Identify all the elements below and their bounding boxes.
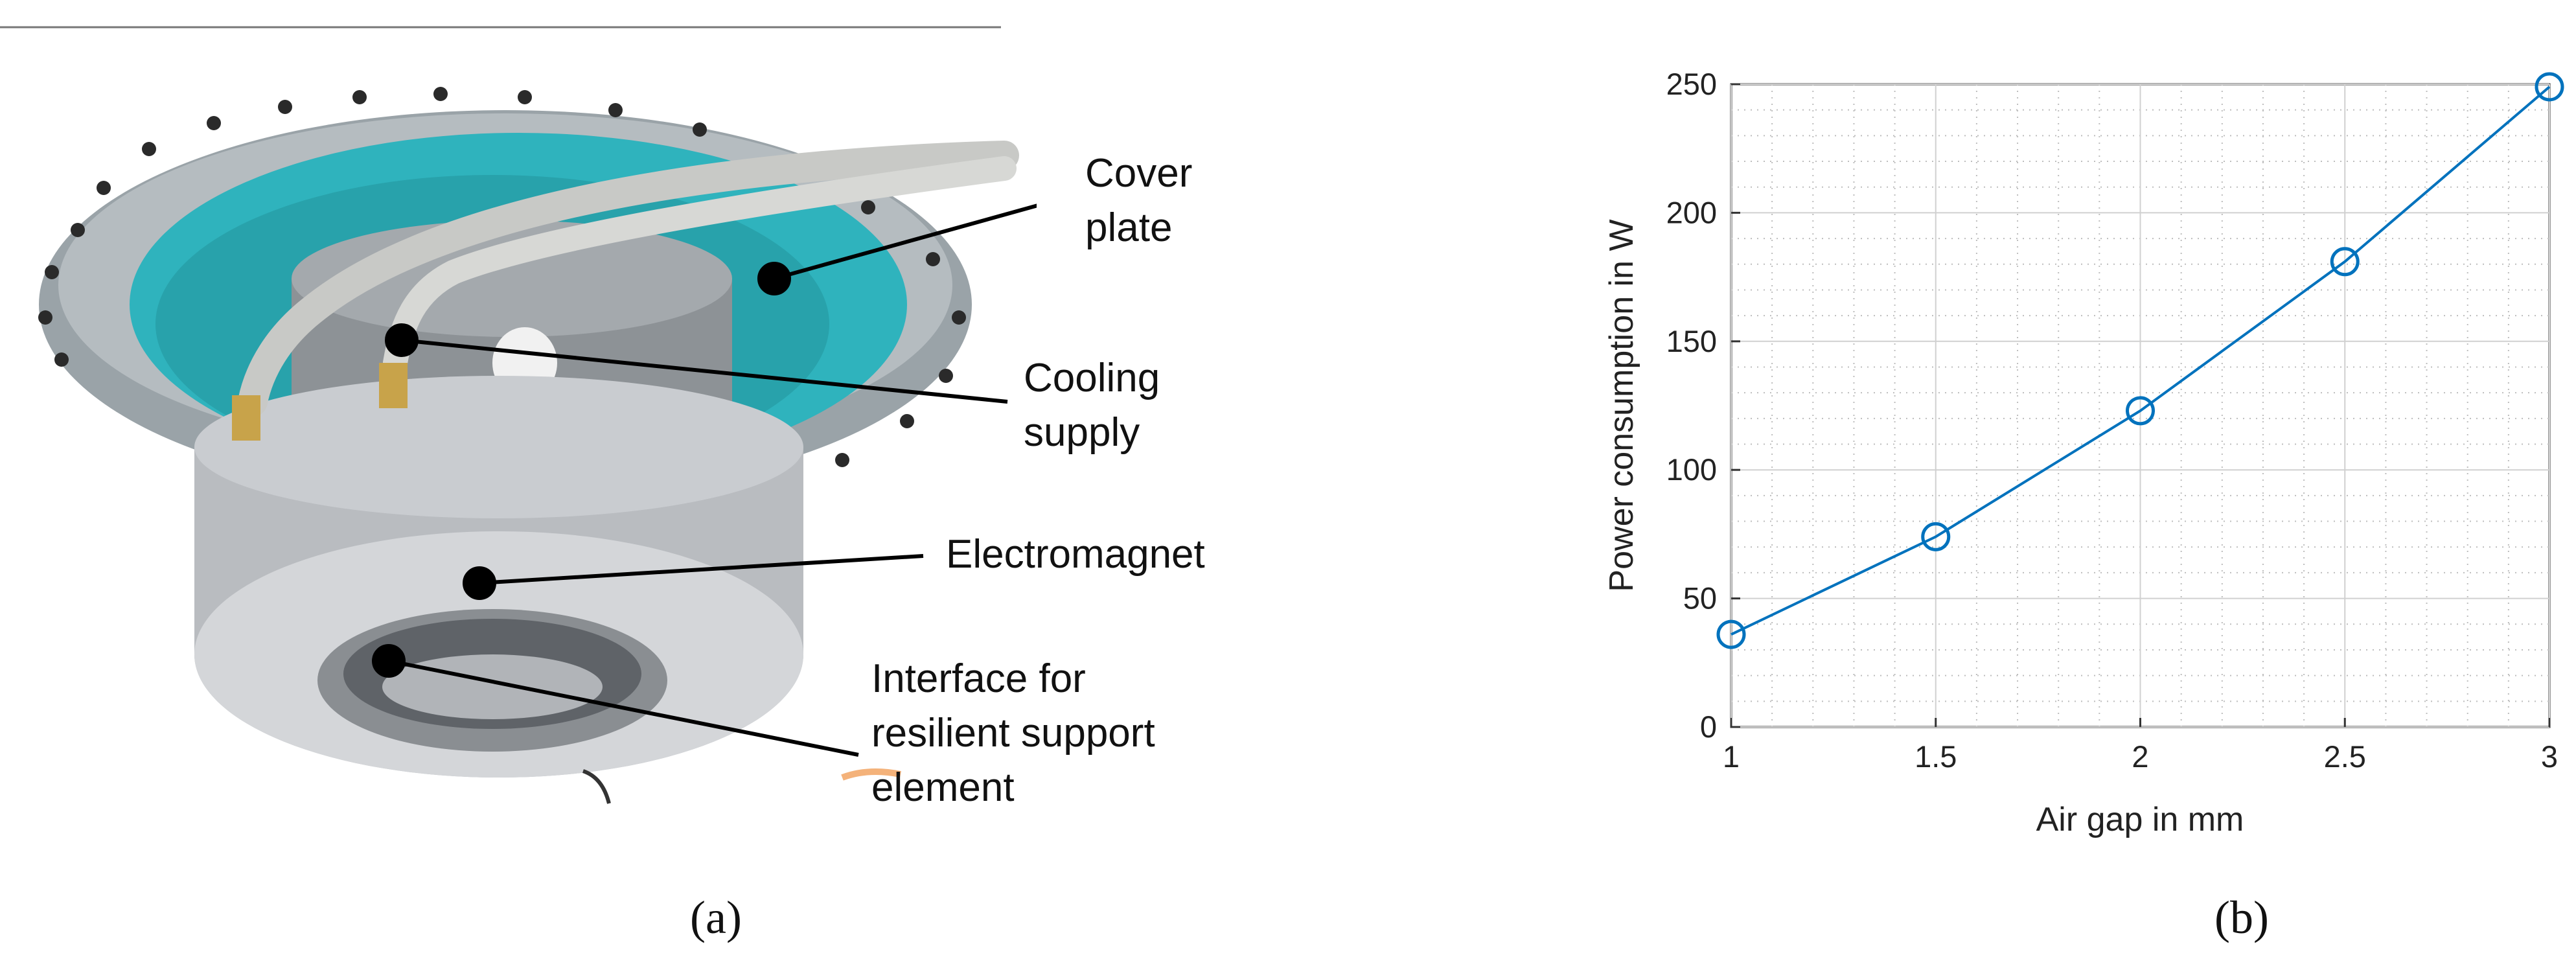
y-tick-label: 50 [1683, 581, 1717, 616]
callout-leaders [372, 203, 1037, 757]
callout-interface-line1: Interface for [871, 656, 1086, 701]
data-point [2535, 72, 2564, 102]
x-tick-label: 1 [1723, 739, 1740, 774]
panel-a-label: (a) [690, 892, 742, 943]
x-axis-ticks: 1 1.5 2 2.5 3 [1723, 718, 2558, 774]
x-axis-title: Air gap in mm [2036, 801, 2244, 838]
callout-cover-plate: Cover plate [1085, 151, 1204, 250]
y-tick-label: 100 [1666, 452, 1717, 487]
data-point [1716, 619, 1746, 649]
callout-electromagnet-line1: Electromagnet [946, 532, 1205, 577]
data-point [2330, 247, 2360, 277]
callout-cooling-supply-line2: supply [1024, 410, 1140, 455]
bolt-holes [38, 87, 966, 467]
cooling-hose-2 [383, 156, 1017, 375]
y-tick-label: 0 [1700, 709, 1717, 744]
data-point [1921, 522, 1951, 551]
fitting-1 [232, 395, 260, 441]
photo-panel [0, 26, 1037, 804]
y-axis-ticks: 0 50 100 150 200 250 [1666, 67, 1740, 744]
panel-b-label: (b) [2214, 892, 2269, 943]
callout-interface-line3: element [871, 765, 1015, 810]
cable [582, 769, 611, 804]
y-tick-label: 250 [1666, 67, 1717, 101]
callout-cooling-supply: Cooling supply [1024, 356, 1171, 455]
callout-cover-plate-line1: Cover [1085, 151, 1192, 196]
y-tick-label: 150 [1666, 324, 1717, 358]
x-tick-label: 2.5 [2324, 739, 2366, 774]
series-line [1731, 86, 2551, 636]
tag [841, 768, 901, 781]
y-tick-label: 200 [1666, 195, 1717, 229]
callout-interface: Interface for resilient support element [871, 656, 1166, 810]
major-grid [1731, 84, 2550, 728]
x-tick-label: 3 [2541, 739, 2558, 774]
x-tick-label: 1.5 [1915, 739, 1957, 774]
callout-interface-line2: resilient support [871, 711, 1155, 755]
y-axis-title: Power consumption in W [1603, 219, 1640, 592]
callout-cover-plate-line2: plate [1085, 205, 1172, 250]
data-point [2126, 396, 2155, 426]
callout-layer: Cover plate Cooling supply Electromagnet… [690, 151, 1205, 943]
x-tick-label: 2 [2132, 739, 2148, 774]
cooling-hose-1 [238, 141, 1019, 417]
callout-cooling-supply-line1: Cooling [1024, 356, 1160, 400]
fitting-2 [379, 363, 408, 408]
callout-electromagnet: Electromagnet [946, 532, 1205, 577]
electromagnet-top [194, 376, 803, 518]
series-markers [1716, 72, 2564, 649]
